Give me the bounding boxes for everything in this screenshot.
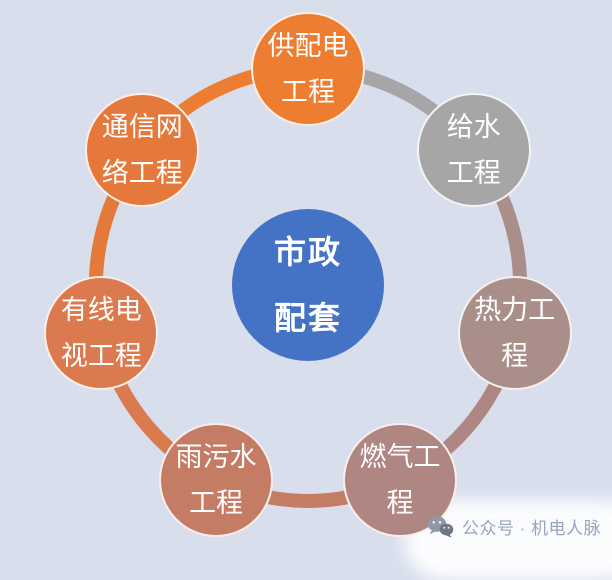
wechat-icon [427, 515, 454, 538]
node-label: 热力工 [474, 295, 556, 326]
node-label: 工程 [189, 487, 244, 518]
center-label: 配套 [273, 300, 342, 336]
node-label: 供配电 [267, 31, 349, 61]
node-label: 给水 [446, 112, 501, 143]
node-label: 有线电 [60, 295, 142, 326]
node-label: 程 [501, 341, 529, 372]
node-rain-sewage: 雨污水 工程 [159, 422, 274, 537]
node-label: 视工程 [60, 341, 142, 372]
watermark-text: 公众号 · 机电人脉 [462, 518, 602, 538]
node-label: 络工程 [101, 158, 183, 189]
center-node: 市政 配套 [232, 209, 384, 361]
node-label: 雨污水 [175, 441, 257, 472]
node-label: 工程 [281, 77, 335, 107]
node-cable-tv: 有线电 视工程 [44, 276, 159, 391]
node-telecom-network: 通信网 络工程 [85, 93, 200, 208]
watermark: 公众号 · 机电人脉 [427, 512, 601, 540]
node-label: 程 [386, 487, 414, 518]
cycle-diagram: 供配电 工程 给水 工程 热力工 程 燃气工 程 雨污水 工程 有线电 视工程 … [44, 12, 612, 580]
node-label: 通信网 [101, 112, 183, 143]
node-water-supply: 给水 工程 [416, 93, 531, 208]
node-power-distribution: 供配电 工程 [251, 12, 365, 126]
center-label: 市政 [273, 234, 342, 270]
node-label: 工程 [446, 158, 501, 189]
node-heating: 热力工 程 [457, 276, 572, 391]
node-label: 燃气工 [359, 441, 441, 472]
